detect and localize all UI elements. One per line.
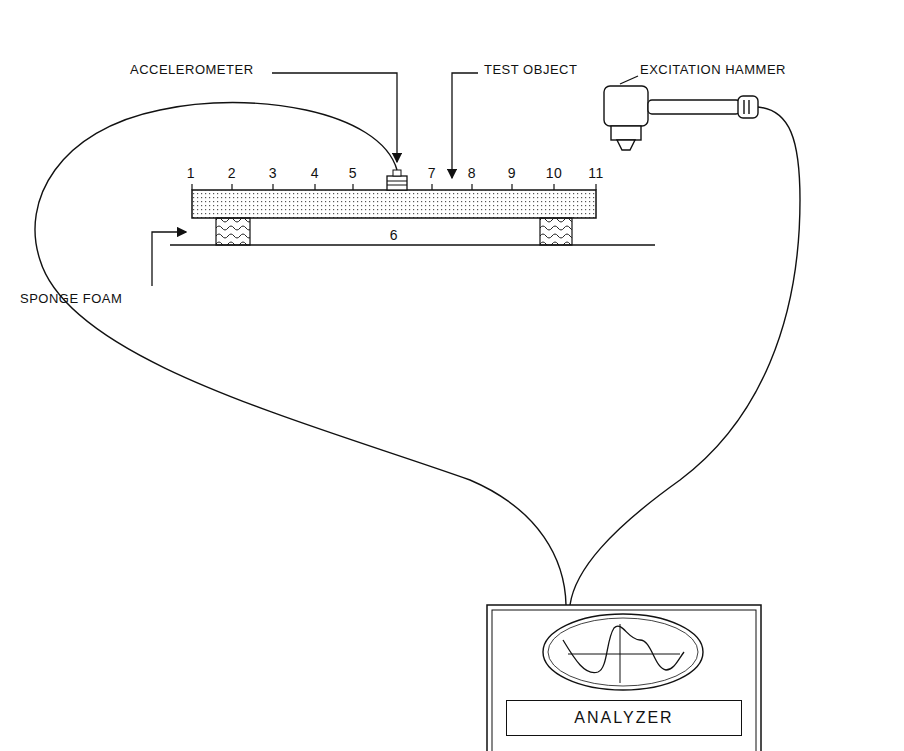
part-label: SPONGE FOAM: [20, 292, 122, 305]
excitation-hammer: [604, 86, 758, 150]
screen-axis: [620, 624, 621, 683]
test-beam: [192, 190, 596, 218]
foam-support: [540, 218, 572, 245]
analyzer-housing: [492, 610, 756, 751]
callout-number: 1: [187, 166, 195, 180]
part-label: TEST OBJECT: [484, 63, 577, 76]
foam-support: [216, 218, 250, 245]
callout-number: 3: [269, 166, 277, 180]
accelerometer-cable: [35, 103, 566, 606]
screen-axis: [568, 654, 680, 655]
analyzer-screen: [548, 618, 698, 686]
analyzer-screen: [543, 614, 703, 690]
callout-number: 8: [468, 166, 476, 180]
callout-number: 6: [390, 228, 398, 242]
waveform: [563, 626, 684, 673]
analyzer-housing: [487, 605, 761, 751]
callout-number: 5: [349, 166, 357, 180]
callout-number: 10: [546, 166, 563, 180]
leader-line: [152, 232, 186, 286]
callout-number: 2: [228, 166, 236, 180]
part-label: ACCELEROMETER: [130, 63, 254, 76]
accelerometer: [387, 170, 407, 190]
callout-number: 9: [508, 166, 516, 180]
callout-number: 11: [588, 166, 604, 180]
leader-line: [452, 73, 478, 178]
callout-number: 4: [311, 166, 319, 180]
hammer-cable: [570, 107, 800, 605]
part-label: EXCITATION HAMMER: [640, 63, 786, 76]
callout-number: 7: [428, 166, 436, 180]
panel-label: ANALYZER: [574, 709, 673, 727]
ground-line: [170, 244, 655, 246]
label-panel: ANALYZER: [506, 700, 742, 736]
leader-line: [620, 76, 638, 84]
